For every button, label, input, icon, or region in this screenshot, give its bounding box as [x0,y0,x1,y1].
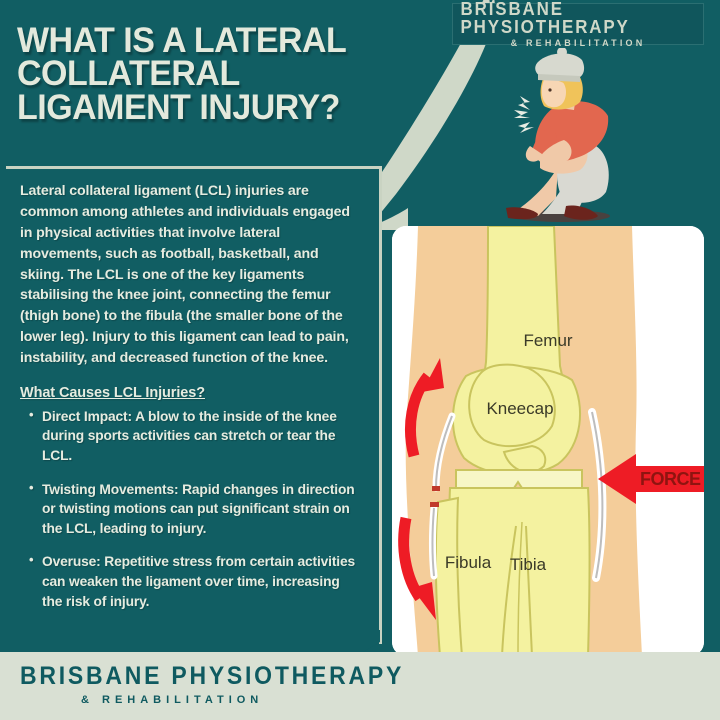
label-femur: Femur [523,331,572,350]
title-line-1: What is a Lateral [17,21,347,60]
person-knee-pain-illustration [480,48,660,226]
knee-anatomy-diagram: Femur Kneecap Fibula Tibia FORCE [392,226,704,656]
content-panel: Lateral collateral ligament (LCL) injuri… [6,166,382,644]
causes-heading: What Causes LCL Injuries? [20,384,205,401]
list-item: Direct Impact: A blow to the inside of t… [29,406,363,466]
footer-brand-tagline: & Rehabilitation [81,694,264,706]
arrow-up-red [404,358,444,458]
list-item: Twisting Movements: Rapid changes in dir… [29,479,363,539]
force-label: FORCE [640,469,701,489]
footer-brand: Brisbane Physiotherapy & Rehabilitation [0,652,720,720]
brand-logo-header: Brisbane Physiotherapy & Rehabilitation [452,0,704,48]
label-fibula: Fibula [445,553,492,572]
footer-brand-name: Brisbane Physiotherapy [20,662,405,690]
arrow-down-red [398,516,436,620]
swoosh-wedge [362,0,496,230]
brand-tagline: & Rehabilitation [510,38,646,48]
brand-name: Brisbane Physiotherapy [460,0,630,37]
label-tibia: Tibia [510,555,547,574]
page-title: What is a Lateral Collateral Ligament In… [17,21,405,127]
title-line-2: Collateral [17,54,240,94]
intro-paragraph: Lateral collateral ligament (LCL) injuri… [20,183,350,366]
label-kneecap: Kneecap [486,399,553,418]
list-item: Overuse: Repetitive stress from certain … [29,551,363,611]
force-arrow [598,454,704,504]
swoosh-decoration [360,0,490,240]
footer-notch [0,630,380,656]
title-line-3: Ligament Injury? [17,87,340,127]
causes-list: Direct Impact: A blow to the inside of t… [20,406,363,611]
